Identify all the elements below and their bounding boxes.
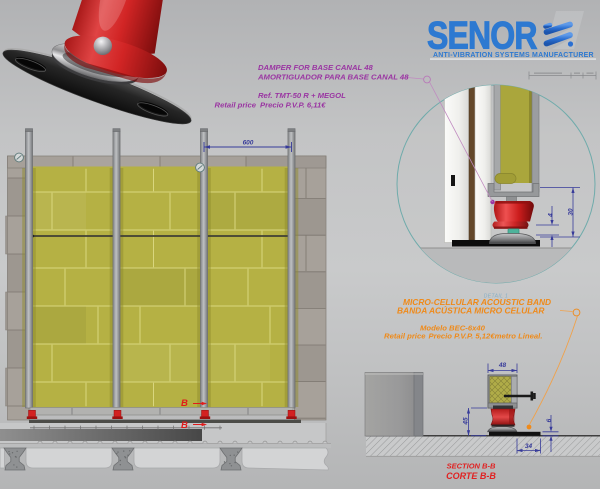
base-channel bbox=[29, 407, 294, 416]
dim-34-label: 34 bbox=[525, 443, 533, 450]
dim-34 bbox=[516, 438, 541, 454]
damper-note-title-en: DAMPER FOR BASE CANAL 48 bbox=[258, 63, 373, 72]
band-note-model: Modelo BEC-6x40 bbox=[420, 324, 486, 333]
damper-note: DAMPER FOR BASE CANAL 48 AMORTIGUADOR PA… bbox=[215, 63, 410, 110]
damper-product bbox=[51, 0, 175, 85]
dim-48 bbox=[487, 363, 518, 373]
acoustic-panels bbox=[22, 166, 299, 408]
dim-4 bbox=[536, 206, 559, 247]
fixing-symbol bbox=[14, 152, 24, 163]
damper-note-price: Precio P.V.P. 6,11€ bbox=[260, 101, 326, 110]
dim-600-label: 600 bbox=[243, 140, 254, 147]
band-note-title-es: BANDA ACÚSTICA MICRO CELULAR bbox=[397, 305, 544, 316]
section-b-label: B bbox=[181, 398, 188, 409]
band-note-price: Precio P.V.P. 5,12€metro Lineal. bbox=[429, 332, 543, 341]
damper-ball-joint bbox=[93, 36, 113, 56]
damper-red-cone bbox=[72, 0, 175, 55]
band-note-title-en: MICRO-CELLULAR ACOUSTIC BAND bbox=[403, 297, 551, 307]
masonry-cap-row bbox=[7, 155, 327, 169]
band-leader-line bbox=[526, 308, 581, 430]
canal-48-section bbox=[487, 374, 518, 409]
product-photo bbox=[2, 0, 192, 125]
wall-elevation: 600 B bbox=[0, 128, 331, 471]
detail-caption: DETAIL 1 bbox=[484, 294, 508, 300]
dim-6-label: 6 bbox=[546, 418, 553, 422]
hatched-floor bbox=[366, 434, 600, 457]
damper-note-title-es: AMORTIGUADOR PARA BASE CANAL 48 bbox=[257, 73, 409, 82]
damper-note-reference: Ref. TMT-50 R + MEGOL bbox=[258, 91, 346, 100]
section-b-label: B bbox=[181, 420, 188, 431]
band-note: MICRO-CELLULAR ACOUSTIC BAND BANDA ACÚST… bbox=[384, 297, 551, 341]
brand-logo: SENOR ANTI-VIBRATION SYSTEMS MANUFACTURE… bbox=[427, 11, 596, 60]
detail-circle: 4 30 DETAIL 1 bbox=[396, 71, 597, 300]
dim-30 bbox=[540, 187, 580, 238]
elevation-dampers bbox=[26, 410, 297, 419]
section-label-en: SECTION B-B bbox=[447, 462, 496, 471]
dim-30-label: 30 bbox=[568, 208, 575, 216]
damper-detail bbox=[489, 201, 536, 244]
fixing-screw bbox=[504, 391, 536, 401]
brand-name: SENOR bbox=[427, 14, 538, 58]
damper-section bbox=[487, 408, 518, 433]
section-cut-b-bottom: B bbox=[181, 420, 207, 431]
damper-leader-line bbox=[401, 75, 493, 203]
dim-45 bbox=[466, 407, 487, 437]
dim-48-label: 48 bbox=[498, 362, 507, 369]
dim-4-label: 4 bbox=[548, 213, 555, 218]
canal-48 bbox=[487, 85, 540, 202]
section-cut-b-top: B bbox=[181, 398, 207, 409]
dim-600 bbox=[203, 142, 292, 152]
concrete-block-3d bbox=[364, 372, 424, 437]
fixing-symbol bbox=[195, 162, 205, 173]
section-label-es: CORTE B-B bbox=[446, 471, 496, 481]
floor-slab bbox=[0, 423, 331, 448]
dim-6 bbox=[542, 415, 559, 452]
band-note-price-prefix: Retail price bbox=[384, 332, 426, 341]
logo-underline bbox=[430, 58, 596, 60]
base-plate-line bbox=[29, 419, 301, 423]
brand-mark-icon bbox=[543, 11, 584, 49]
section-bb: 48 45 6 34 SECTION B-B CORTE B-B bbox=[364, 362, 600, 481]
brand-tagline: ANTI-VIBRATION SYSTEMS MANUFACTURER bbox=[433, 52, 594, 59]
damper-note-price-prefix: Retail price bbox=[215, 101, 257, 110]
acoustic-band-section bbox=[489, 431, 541, 436]
masonry-right-column bbox=[294, 155, 327, 421]
beam-block-floor bbox=[0, 447, 329, 471]
mini-scale-bar bbox=[528, 71, 597, 80]
plasterboard-wall bbox=[444, 85, 540, 247]
dim-45-label: 45 bbox=[463, 417, 470, 426]
